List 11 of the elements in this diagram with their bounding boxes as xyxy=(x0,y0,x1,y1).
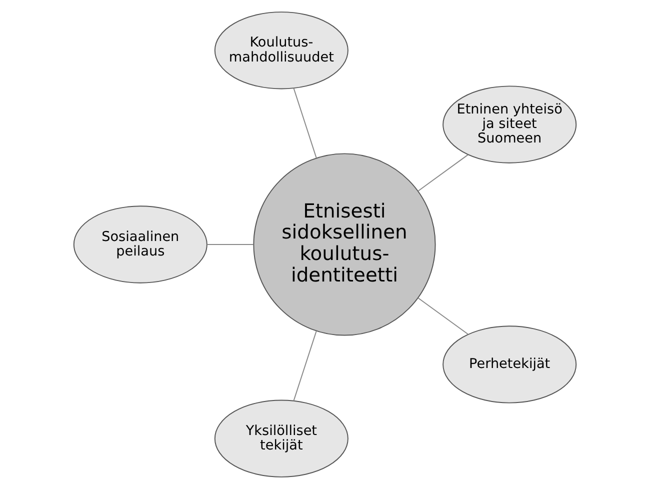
connector xyxy=(418,154,468,192)
node-ellipse: Etninen yhteisö ja siteet Suomeen xyxy=(442,86,577,164)
node-ellipse: Perhetekijät xyxy=(442,326,577,404)
node-circle: Etnisesti sidoksellinen koulutus- identiteetti xyxy=(253,153,436,336)
node-ellipse: Yksilölliset tekijät xyxy=(214,400,348,478)
connector xyxy=(293,330,317,402)
connector xyxy=(293,88,317,158)
node-ellipse: Koulutus- mahdollisuudet xyxy=(214,12,348,90)
connector xyxy=(418,298,468,335)
node-ellipse: Sosiaalinen peilaus xyxy=(73,206,208,284)
connector xyxy=(206,244,254,245)
